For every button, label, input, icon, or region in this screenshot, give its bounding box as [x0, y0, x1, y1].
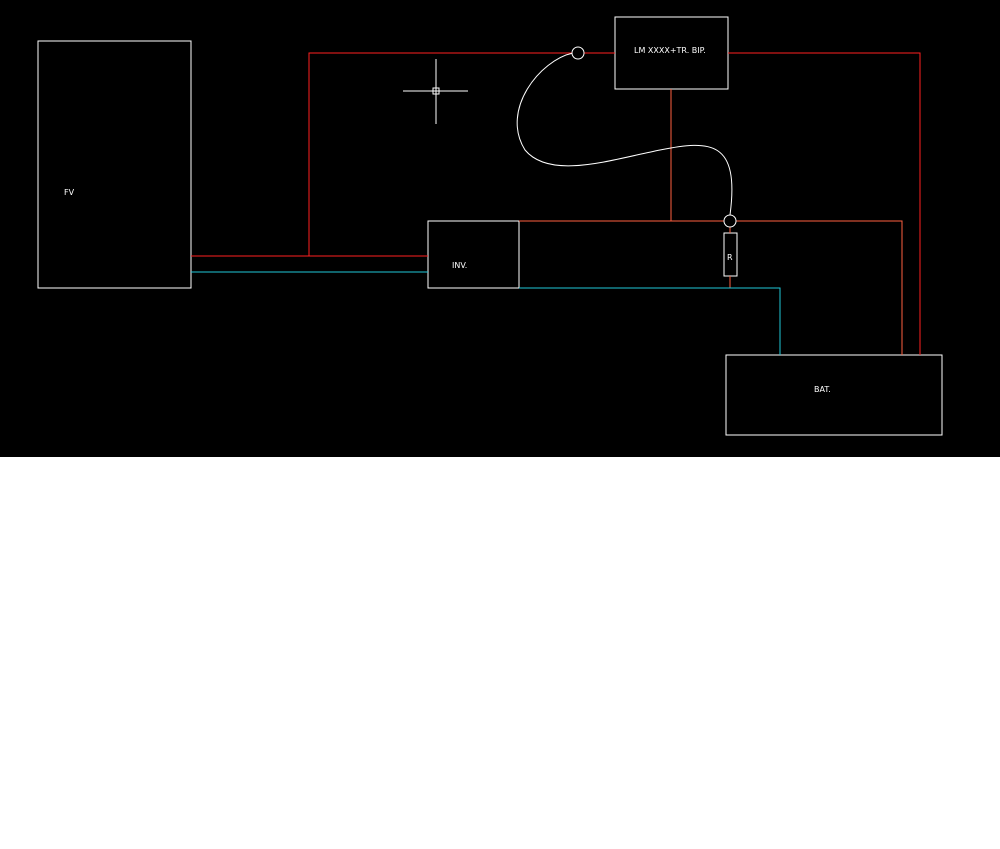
circuit-diagram: FV INV. LM XXXX+TR. BIP. BAT. R	[37, 16, 943, 436]
node-upper[interactable]	[571, 46, 585, 60]
inv-box[interactable]	[427, 220, 520, 289]
bat-label: BAT.	[814, 385, 831, 394]
lm-label: LM XXXX+TR. BIP.	[634, 46, 706, 55]
inv-label: INV.	[452, 261, 467, 270]
signal-wire	[516, 52, 733, 216]
resistor-label: R	[727, 253, 733, 262]
positive-wires	[191, 52, 921, 355]
fv-box[interactable]	[37, 40, 192, 289]
crosshair-cursor-icon	[403, 59, 468, 124]
blank-region	[0, 457, 1000, 849]
wire-inv-to-bat-negative	[519, 287, 781, 355]
wire-lm-to-bat	[728, 52, 921, 355]
bat-box[interactable]	[725, 354, 943, 436]
node-lower[interactable]	[723, 214, 737, 228]
fv-label: FV	[64, 188, 75, 197]
sense-wires	[519, 89, 903, 355]
negative-wires	[191, 271, 781, 355]
cad-drawing-canvas[interactable]: FV INV. LM XXXX+TR. BIP. BAT. R	[0, 0, 1000, 457]
wire-node-to-bat	[736, 220, 903, 355]
wire-positive-bus-to-lm	[308, 52, 573, 256]
